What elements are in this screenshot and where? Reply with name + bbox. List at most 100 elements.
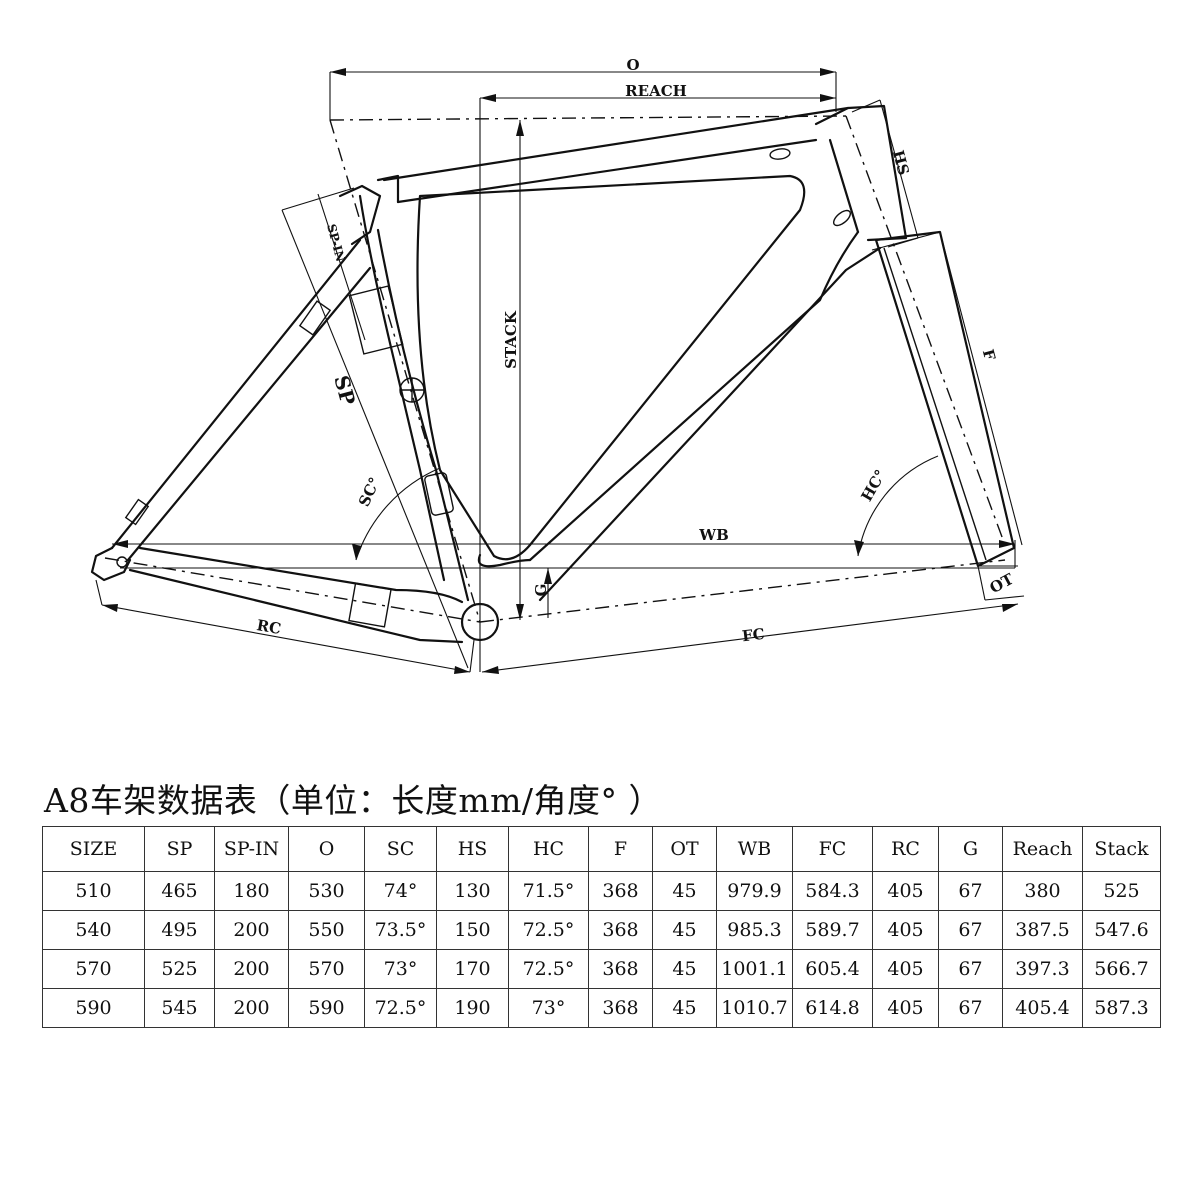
spec-table-title: A8车架数据表（单位：长度mm/角度° ）: [44, 781, 663, 821]
label-wb: WB: [698, 526, 729, 544]
col-header: HC: [508, 826, 589, 872]
table-cell: 465: [144, 871, 215, 911]
table-cell: 67: [938, 910, 1003, 950]
table-cell: 570: [42, 949, 145, 989]
label-rc: RC: [255, 616, 282, 638]
col-header: WB: [716, 826, 793, 872]
table-cell: 73°: [364, 949, 437, 989]
table-cell: 67: [938, 988, 1003, 1028]
table-row: 590 545 200 590 72.5° 190 73° 368 45 101…: [42, 988, 1161, 1028]
table-cell: 589.7: [792, 910, 873, 950]
table-cell: 570: [288, 949, 365, 989]
table-cell: 380: [1002, 871, 1083, 911]
table-row: 570 525 200 570 73° 170 72.5° 368 45 100…: [42, 949, 1161, 989]
label-g: G: [532, 584, 550, 597]
label-ot: OT: [987, 570, 1018, 598]
table-cell: 72.5°: [364, 988, 437, 1028]
table-cell: 368: [588, 949, 653, 989]
col-header: F: [588, 826, 653, 872]
label-sp: SP: [329, 373, 360, 408]
table-cell: 605.4: [792, 949, 873, 989]
col-header: Reach: [1002, 826, 1083, 872]
label-o: O: [626, 56, 639, 74]
table-cell: 614.8: [792, 988, 873, 1028]
table-cell: 405: [872, 871, 939, 911]
table-cell: 405.4: [1002, 988, 1083, 1028]
label-hc: HC°: [857, 466, 889, 504]
table-cell: 550: [288, 910, 365, 950]
table-cell: 979.9: [716, 871, 793, 911]
table-cell: 45: [652, 949, 717, 989]
table-cell: 1001.1: [716, 949, 793, 989]
table-cell: 368: [588, 988, 653, 1028]
table-cell: 525: [144, 949, 215, 989]
table-cell: 584.3: [792, 871, 873, 911]
geometry-spec-table: SIZE SP SP-IN O SC HS HC F OT WB FC RC G…: [42, 826, 1161, 1028]
table-cell: 547.6: [1082, 910, 1161, 950]
table-cell: 368: [588, 871, 653, 911]
table-cell: 525: [1082, 871, 1161, 911]
table-cell: 405: [872, 949, 939, 989]
col-header: G: [938, 826, 1003, 872]
table-cell: 405: [872, 910, 939, 950]
table-cell: 590: [42, 988, 145, 1028]
table-cell: 200: [214, 988, 289, 1028]
table-cell: 200: [214, 910, 289, 950]
table-cell: 45: [652, 988, 717, 1028]
label-reach: REACH: [625, 82, 687, 100]
table-cell: 368: [588, 910, 653, 950]
table-cell: 530: [288, 871, 365, 911]
col-header: HS: [436, 826, 509, 872]
table-cell: 545: [144, 988, 215, 1028]
table-cell: 1010.7: [716, 988, 793, 1028]
table-row: 510 465 180 530 74° 130 71.5° 368 45 979…: [42, 871, 1161, 911]
col-header: OT: [652, 826, 717, 872]
frame-geometry-diagram: O REACH HS SP-IN STACK SP F SC° HC° WB G…: [90, 56, 1025, 674]
table-cell: 200: [214, 949, 289, 989]
table-cell: 150: [436, 910, 509, 950]
table-cell: 985.3: [716, 910, 793, 950]
table-cell: 72.5°: [508, 949, 589, 989]
table-cell: 45: [652, 871, 717, 911]
table-cell: 73.5°: [364, 910, 437, 950]
table-cell: 495: [144, 910, 215, 950]
table-cell: 71.5°: [508, 871, 589, 911]
table-cell: 387.5: [1002, 910, 1083, 950]
table-cell: 587.3: [1082, 988, 1161, 1028]
col-header: RC: [872, 826, 939, 872]
table-cell: 566.7: [1082, 949, 1161, 989]
label-hs: HS: [889, 148, 913, 177]
label-sc: SC°: [355, 474, 384, 509]
table-cell: 72.5°: [508, 910, 589, 950]
label-fc: FC: [741, 625, 766, 646]
table-cell: 590: [288, 988, 365, 1028]
table-row: 540 495 200 550 73.5° 150 72.5° 368 45 9…: [42, 910, 1161, 950]
label-stack: STACK: [502, 310, 520, 369]
table-cell: 397.3: [1002, 949, 1083, 989]
label-f: F: [979, 347, 999, 362]
table-cell: 73°: [508, 988, 589, 1028]
table-cell: 67: [938, 949, 1003, 989]
col-header: SP-IN: [214, 826, 289, 872]
col-header: O: [288, 826, 365, 872]
table-cell: 405: [872, 988, 939, 1028]
col-header: FC: [792, 826, 873, 872]
table-cell: 67: [938, 871, 1003, 911]
center-lines: [104, 115, 1006, 623]
table-cell: 190: [436, 988, 509, 1028]
col-header: SP: [144, 826, 215, 872]
table-cell: 510: [42, 871, 145, 911]
table-cell: 45: [652, 910, 717, 950]
table-cell: 540: [42, 910, 145, 950]
dimension-lines: [95, 68, 1025, 674]
table-cell: 74°: [364, 871, 437, 911]
bike-frame: [90, 104, 1016, 644]
table-cell: 130: [436, 871, 509, 911]
dimension-labels: O REACH HS SP-IN STACK SP F SC° HC° WB G…: [255, 56, 1017, 645]
col-header: Stack: [1082, 826, 1161, 872]
table-header-row: SIZE SP SP-IN O SC HS HC F OT WB FC RC G…: [42, 826, 1161, 872]
col-header: SIZE: [42, 826, 145, 872]
label-sp-in: SP-IN: [324, 223, 348, 264]
col-header: SC: [364, 826, 437, 872]
table-cell: 180: [214, 871, 289, 911]
